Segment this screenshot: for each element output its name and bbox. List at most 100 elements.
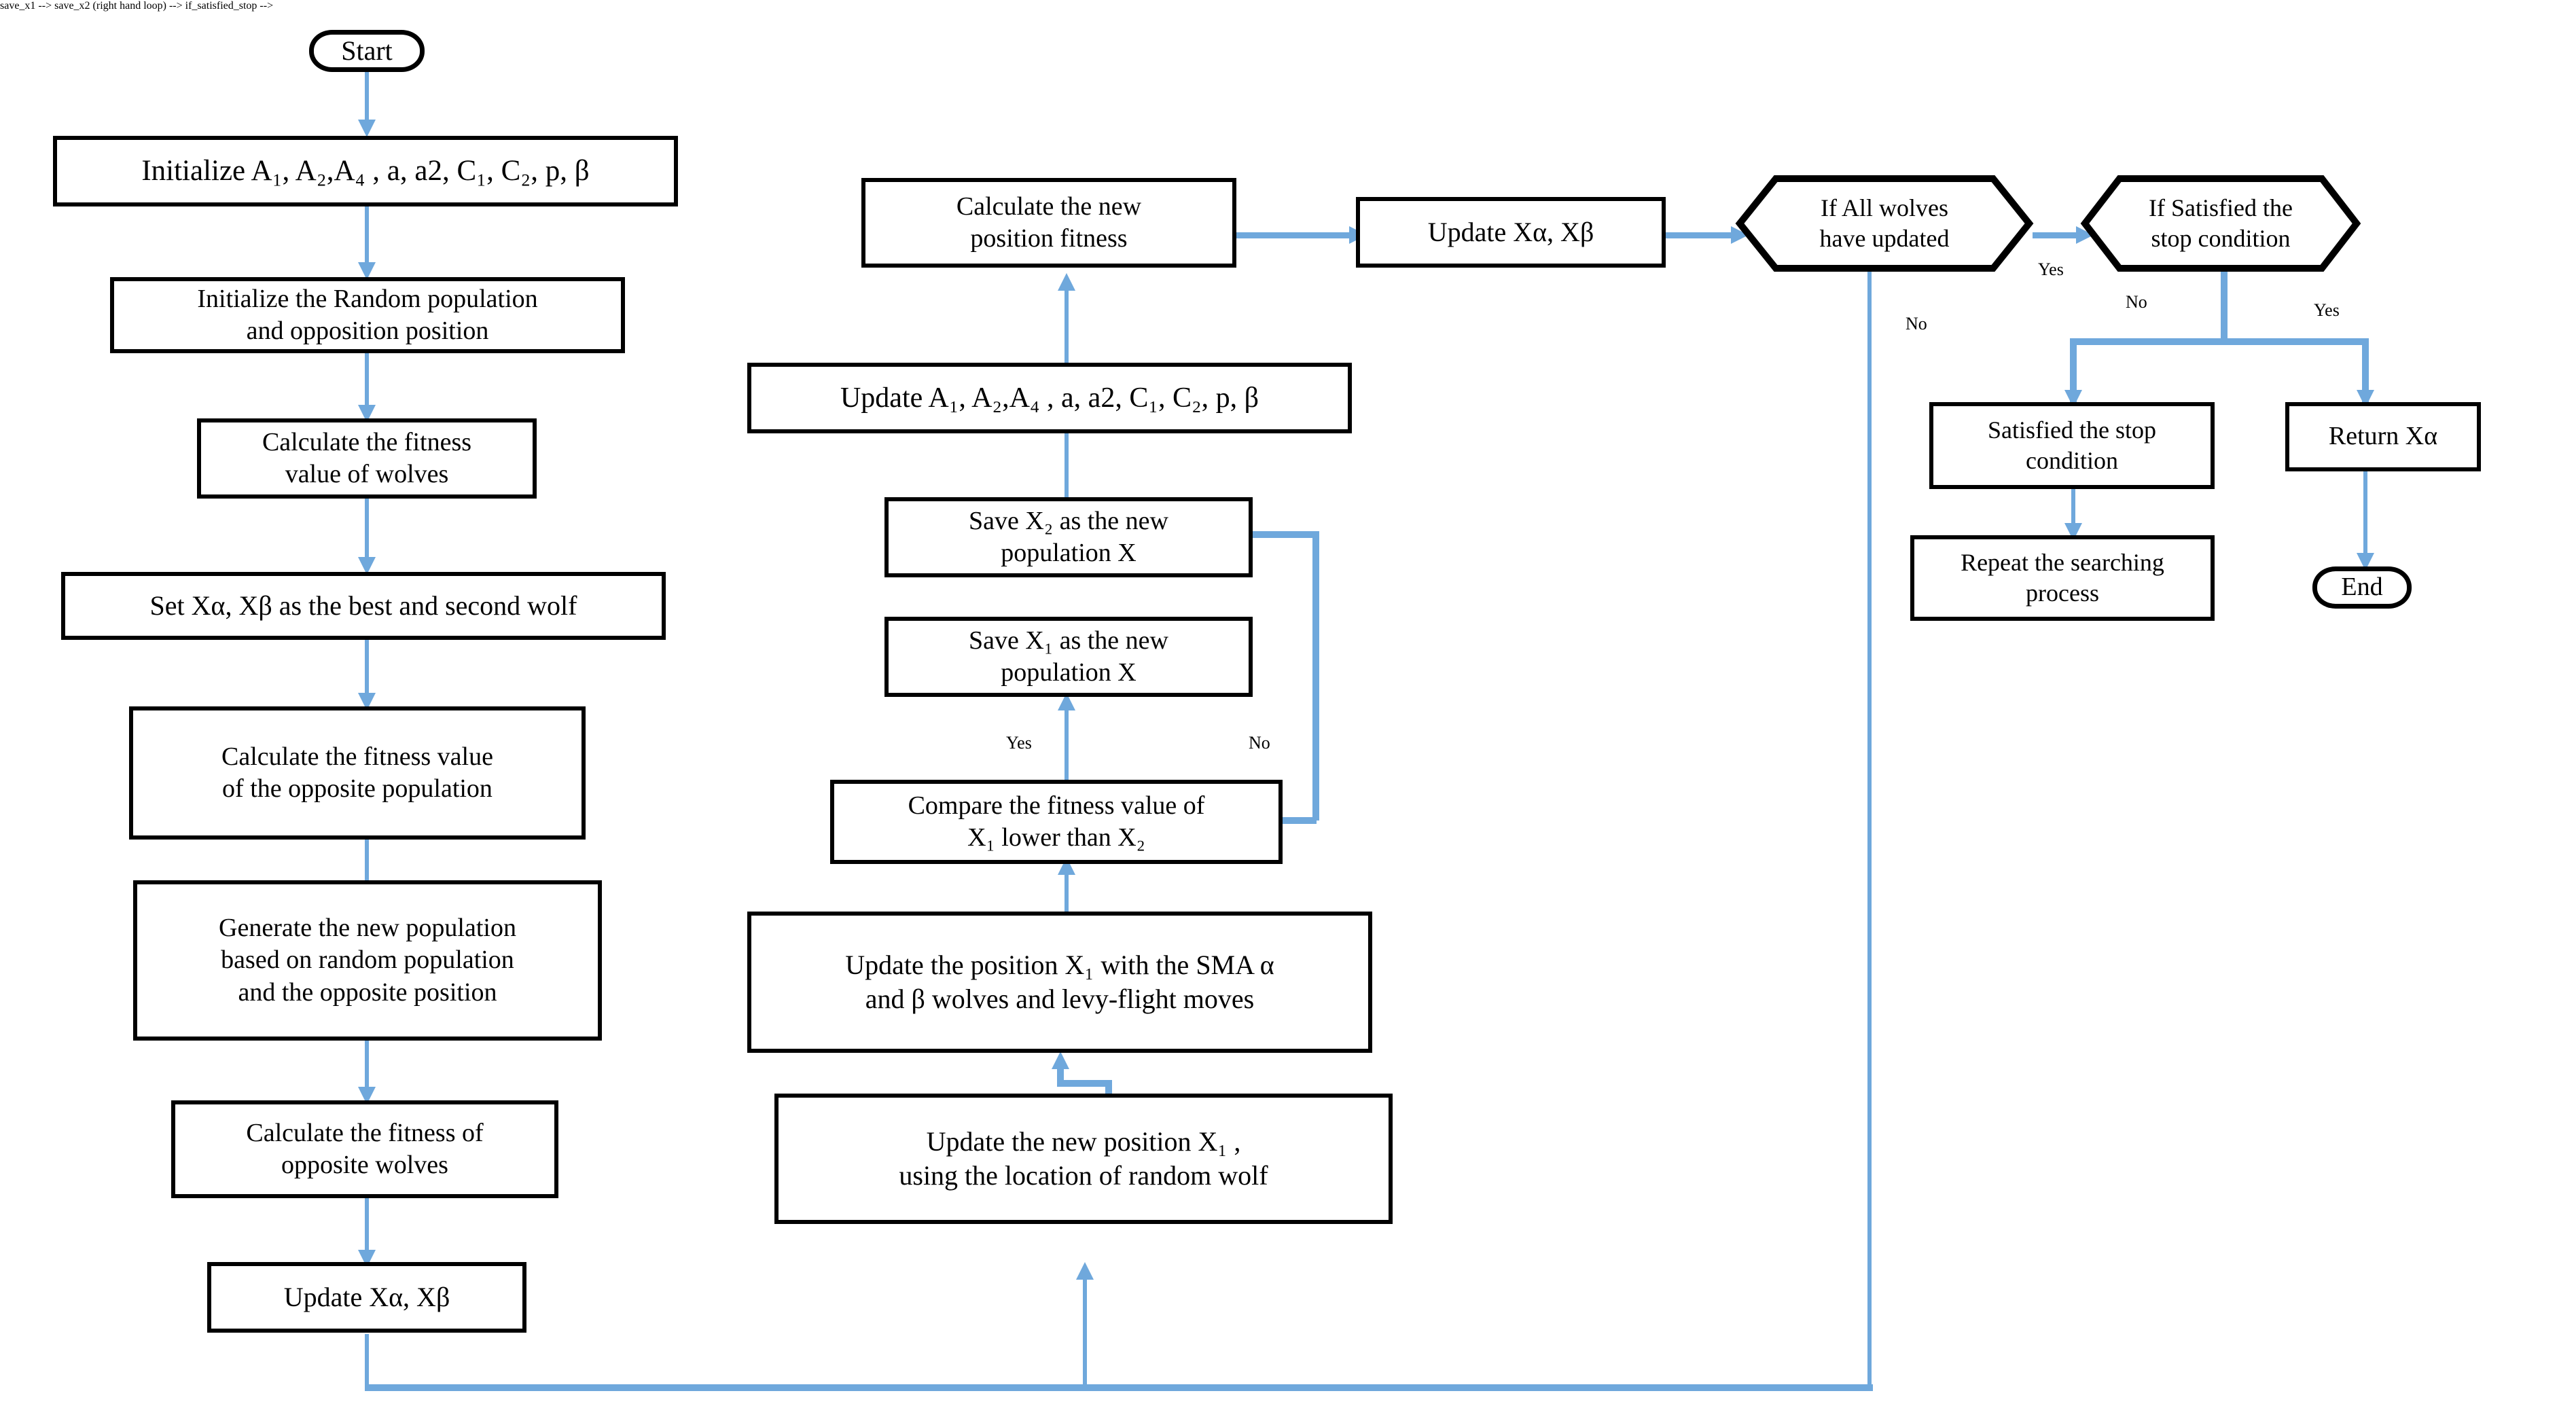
node-save-x2[interactable]: Save X₂ as the new population X bbox=[884, 497, 1253, 577]
node-update-params[interactable]: Update A₁, A₂,A₄ , a, a2, C₁, C₂, p, β bbox=[747, 363, 1352, 433]
node-if-satisfied-stop[interactable]: If Satisfied the stop condition bbox=[2081, 175, 2360, 272]
node-end[interactable]: End bbox=[2312, 566, 2412, 609]
node-set-best-second-label: Set Xα, Xβ as the best and second wolf bbox=[149, 590, 577, 621]
edge-return-to-end bbox=[2363, 471, 2367, 566]
edge-satisfied-no-down bbox=[2070, 338, 2077, 403]
node-compare-fitness-line2: X₁ lower than X₂ bbox=[967, 823, 1145, 852]
node-calc-fitness-wolves-line2: value of wolves bbox=[285, 460, 449, 488]
hexagon-shape-all-wolves bbox=[1736, 175, 2033, 272]
edge-calc-new-position-to-update-right bbox=[1236, 232, 1355, 238]
edge-save-x2-to-update-params bbox=[1065, 414, 1069, 497]
node-start-label: Start bbox=[341, 35, 393, 66]
node-calc-fitness-opposite-population[interactable]: Calculate the fitness value of the oppos… bbox=[129, 706, 586, 840]
edge-all-wolves-no-vertical bbox=[1867, 272, 1872, 1388]
edge-update-xa-xb-down-to-rail bbox=[365, 1334, 369, 1388]
node-save-x1-line1: Save X₁ as the new bbox=[969, 626, 1168, 655]
node-init-population[interactable]: Initialize the Random population and opp… bbox=[110, 277, 625, 353]
node-update-xa-xb-right-label: Update Xα, Xβ bbox=[1427, 217, 1594, 247]
node-generate-new-population-line1: Generate the new population bbox=[219, 913, 516, 942]
edge-rail-up-to-update-new-position bbox=[1083, 1276, 1087, 1387]
edge-label-compare-yes: Yes bbox=[1006, 733, 1032, 753]
node-update-new-position-random-line1: Update the new position X₁ , bbox=[926, 1126, 1241, 1157]
edge-label-all-wolves-yes: Yes bbox=[2038, 259, 2064, 279]
node-repeat-searching-line1: Repeat the searching bbox=[1961, 549, 2164, 576]
node-compare-fitness-line1: Compare the fitness value of bbox=[908, 791, 1205, 820]
node-compare-fitness[interactable]: Compare the fitness value of X₁ lower th… bbox=[830, 780, 1283, 864]
edge-calc-fitness-opp-pop-to-generate bbox=[365, 838, 369, 898]
arrowhead-update-new-position-to-sma bbox=[1052, 1051, 1069, 1069]
node-save-x2-line1: Save X₂ as the new bbox=[969, 506, 1168, 535]
node-update-position-sma-line2: and β wolves and levy-flight moves bbox=[865, 984, 1255, 1014]
edge-compare-yes-to-save-x1 bbox=[1065, 706, 1069, 784]
edge-compare-no-h-bottom bbox=[1278, 817, 1317, 824]
edge-label-all-wolves-no: No bbox=[1906, 314, 1927, 334]
node-save-x1[interactable]: Save X₁ as the new population X bbox=[884, 617, 1253, 697]
edge-init-params-to-init-population bbox=[365, 204, 369, 276]
node-set-best-second[interactable]: Set Xα, Xβ as the best and second wolf bbox=[61, 572, 666, 640]
node-repeat-searching-line2: process bbox=[2026, 579, 2099, 607]
node-if-satisfied-stop-line2: stop condition bbox=[2151, 225, 2291, 252]
node-satisfied-stop-condition[interactable]: Satisfied the stop condition bbox=[1929, 402, 2215, 489]
node-if-satisfied-stop-line1: If Satisfied the bbox=[2149, 194, 2293, 221]
node-end-label: End bbox=[2341, 573, 2383, 602]
edge-satisfied-yes-down bbox=[2362, 338, 2369, 403]
edge-update-new-position-to-sma-h bbox=[1057, 1080, 1110, 1087]
node-generate-new-population[interactable]: Generate the new population based on ran… bbox=[133, 880, 602, 1041]
node-if-all-wolves-updated-line2: have updated bbox=[1819, 225, 1950, 252]
node-calc-fitness-opposite-wolves-line2: opposite wolves bbox=[281, 1151, 448, 1179]
hexagon-shape-satisfied-stop bbox=[2081, 175, 2360, 272]
arrowhead-start-to-init-params bbox=[358, 120, 376, 137]
node-calc-new-position-fitness-line1: Calculate the new bbox=[956, 192, 1142, 221]
node-calc-fitness-opposite-wolves[interactable]: Calculate the fitness of opposite wolves bbox=[171, 1100, 558, 1198]
node-satisfied-stop-condition-line2: condition bbox=[2026, 447, 2118, 474]
edge-update-params-to-calc-new-position bbox=[1065, 287, 1069, 363]
node-update-xa-xb-left-label: Update Xα, Xβ bbox=[283, 1282, 450, 1312]
node-update-position-sma-line1: Update the position X₁ with the SMA α bbox=[845, 950, 1274, 980]
arrowhead-init-params-to-init-population bbox=[358, 262, 376, 280]
node-init-params[interactable]: Initialize A₁, A₂,A₄ , a, a2, C₁, C₂, p,… bbox=[53, 136, 678, 206]
edge-set-best-to-calc-fitness-opp-pop bbox=[365, 638, 369, 706]
node-save-x1-line2: population X bbox=[1001, 658, 1137, 687]
edge-satisfied-stem-down bbox=[2221, 272, 2228, 344]
node-calc-fitness-opposite-wolves-line1: Calculate the fitness of bbox=[246, 1118, 484, 1147]
arrowhead-calc-fitness-wolves-to-set-best bbox=[358, 557, 376, 575]
node-init-params-label: Initialize A₁, A₂,A₄ , a, a2, C₁, C₂, p,… bbox=[141, 155, 590, 187]
node-calc-new-position-fitness[interactable]: Calculate the new position fitness bbox=[861, 178, 1236, 268]
edge-start-to-init-params bbox=[365, 46, 369, 133]
node-return-xa-label: Return Xα bbox=[2328, 422, 2438, 451]
arrowhead-rail-up-to-update-new-position bbox=[1076, 1262, 1094, 1280]
edge-satisfied-split-horizontal bbox=[2070, 338, 2369, 345]
node-generate-new-population-line2: based on random population bbox=[221, 945, 514, 975]
node-if-all-wolves-updated[interactable]: If All wolves have updated bbox=[1736, 175, 2033, 272]
node-calc-fitness-opposite-population-line1: Calculate the fitness value bbox=[221, 742, 493, 771]
node-calc-fitness-opposite-population-line2: of the opposite population bbox=[222, 774, 493, 803]
node-return-xa[interactable]: Return Xα bbox=[2285, 402, 2481, 471]
node-update-xa-xb-left[interactable]: Update Xα, Xβ bbox=[207, 1262, 526, 1333]
node-init-population-line2: and opposition position bbox=[246, 317, 489, 345]
node-update-params-label: Update A₁, A₂,A₄ , a, a2, C₁, C₂, p, β bbox=[840, 382, 1259, 414]
edge-sma-to-compare bbox=[1065, 871, 1069, 922]
node-calc-fitness-wolves[interactable]: Calculate the fitness value of wolves bbox=[197, 418, 537, 499]
arrowhead-update-params-to-calc-new-position bbox=[1058, 273, 1075, 291]
node-satisfied-stop-condition-line1: Satisfied the stop bbox=[1988, 416, 2156, 444]
edge-compare-no-vertical bbox=[1312, 531, 1319, 821]
node-update-new-position-random[interactable]: Update the new position X₁ , using the l… bbox=[774, 1094, 1393, 1224]
node-update-position-sma[interactable]: Update the position X₁ with the SMA α an… bbox=[747, 912, 1372, 1053]
node-calc-new-position-fitness-line2: position fitness bbox=[970, 224, 1128, 253]
node-update-new-position-random-line2: using the location of random wolf bbox=[899, 1160, 1268, 1191]
node-repeat-searching[interactable]: Repeat the searching process bbox=[1910, 535, 2215, 621]
node-update-xa-xb-right[interactable]: Update Xα, Xβ bbox=[1356, 197, 1666, 268]
edge-compare-no-h-top bbox=[1231, 531, 1317, 538]
edge-bottom-rail-horizontal bbox=[365, 1384, 1873, 1391]
edge-label-compare-no: No bbox=[1249, 733, 1270, 753]
edge-update-right-to-all-wolves bbox=[1666, 232, 1736, 238]
node-calc-fitness-wolves-line1: Calculate the fitness bbox=[262, 427, 472, 456]
edge-all-wolves-yes-to-satisfied bbox=[2033, 232, 2081, 238]
edge-update-new-position-to-sma-v2 bbox=[1057, 1068, 1064, 1083]
edge-label-satisfied-no: No bbox=[2126, 292, 2147, 312]
node-save-x2-line2: population X bbox=[1001, 539, 1137, 567]
edge-satisfied-box-to-repeat bbox=[2071, 489, 2075, 537]
node-if-all-wolves-updated-line1: If All wolves bbox=[1821, 194, 1948, 221]
node-start[interactable]: Start bbox=[309, 30, 425, 72]
